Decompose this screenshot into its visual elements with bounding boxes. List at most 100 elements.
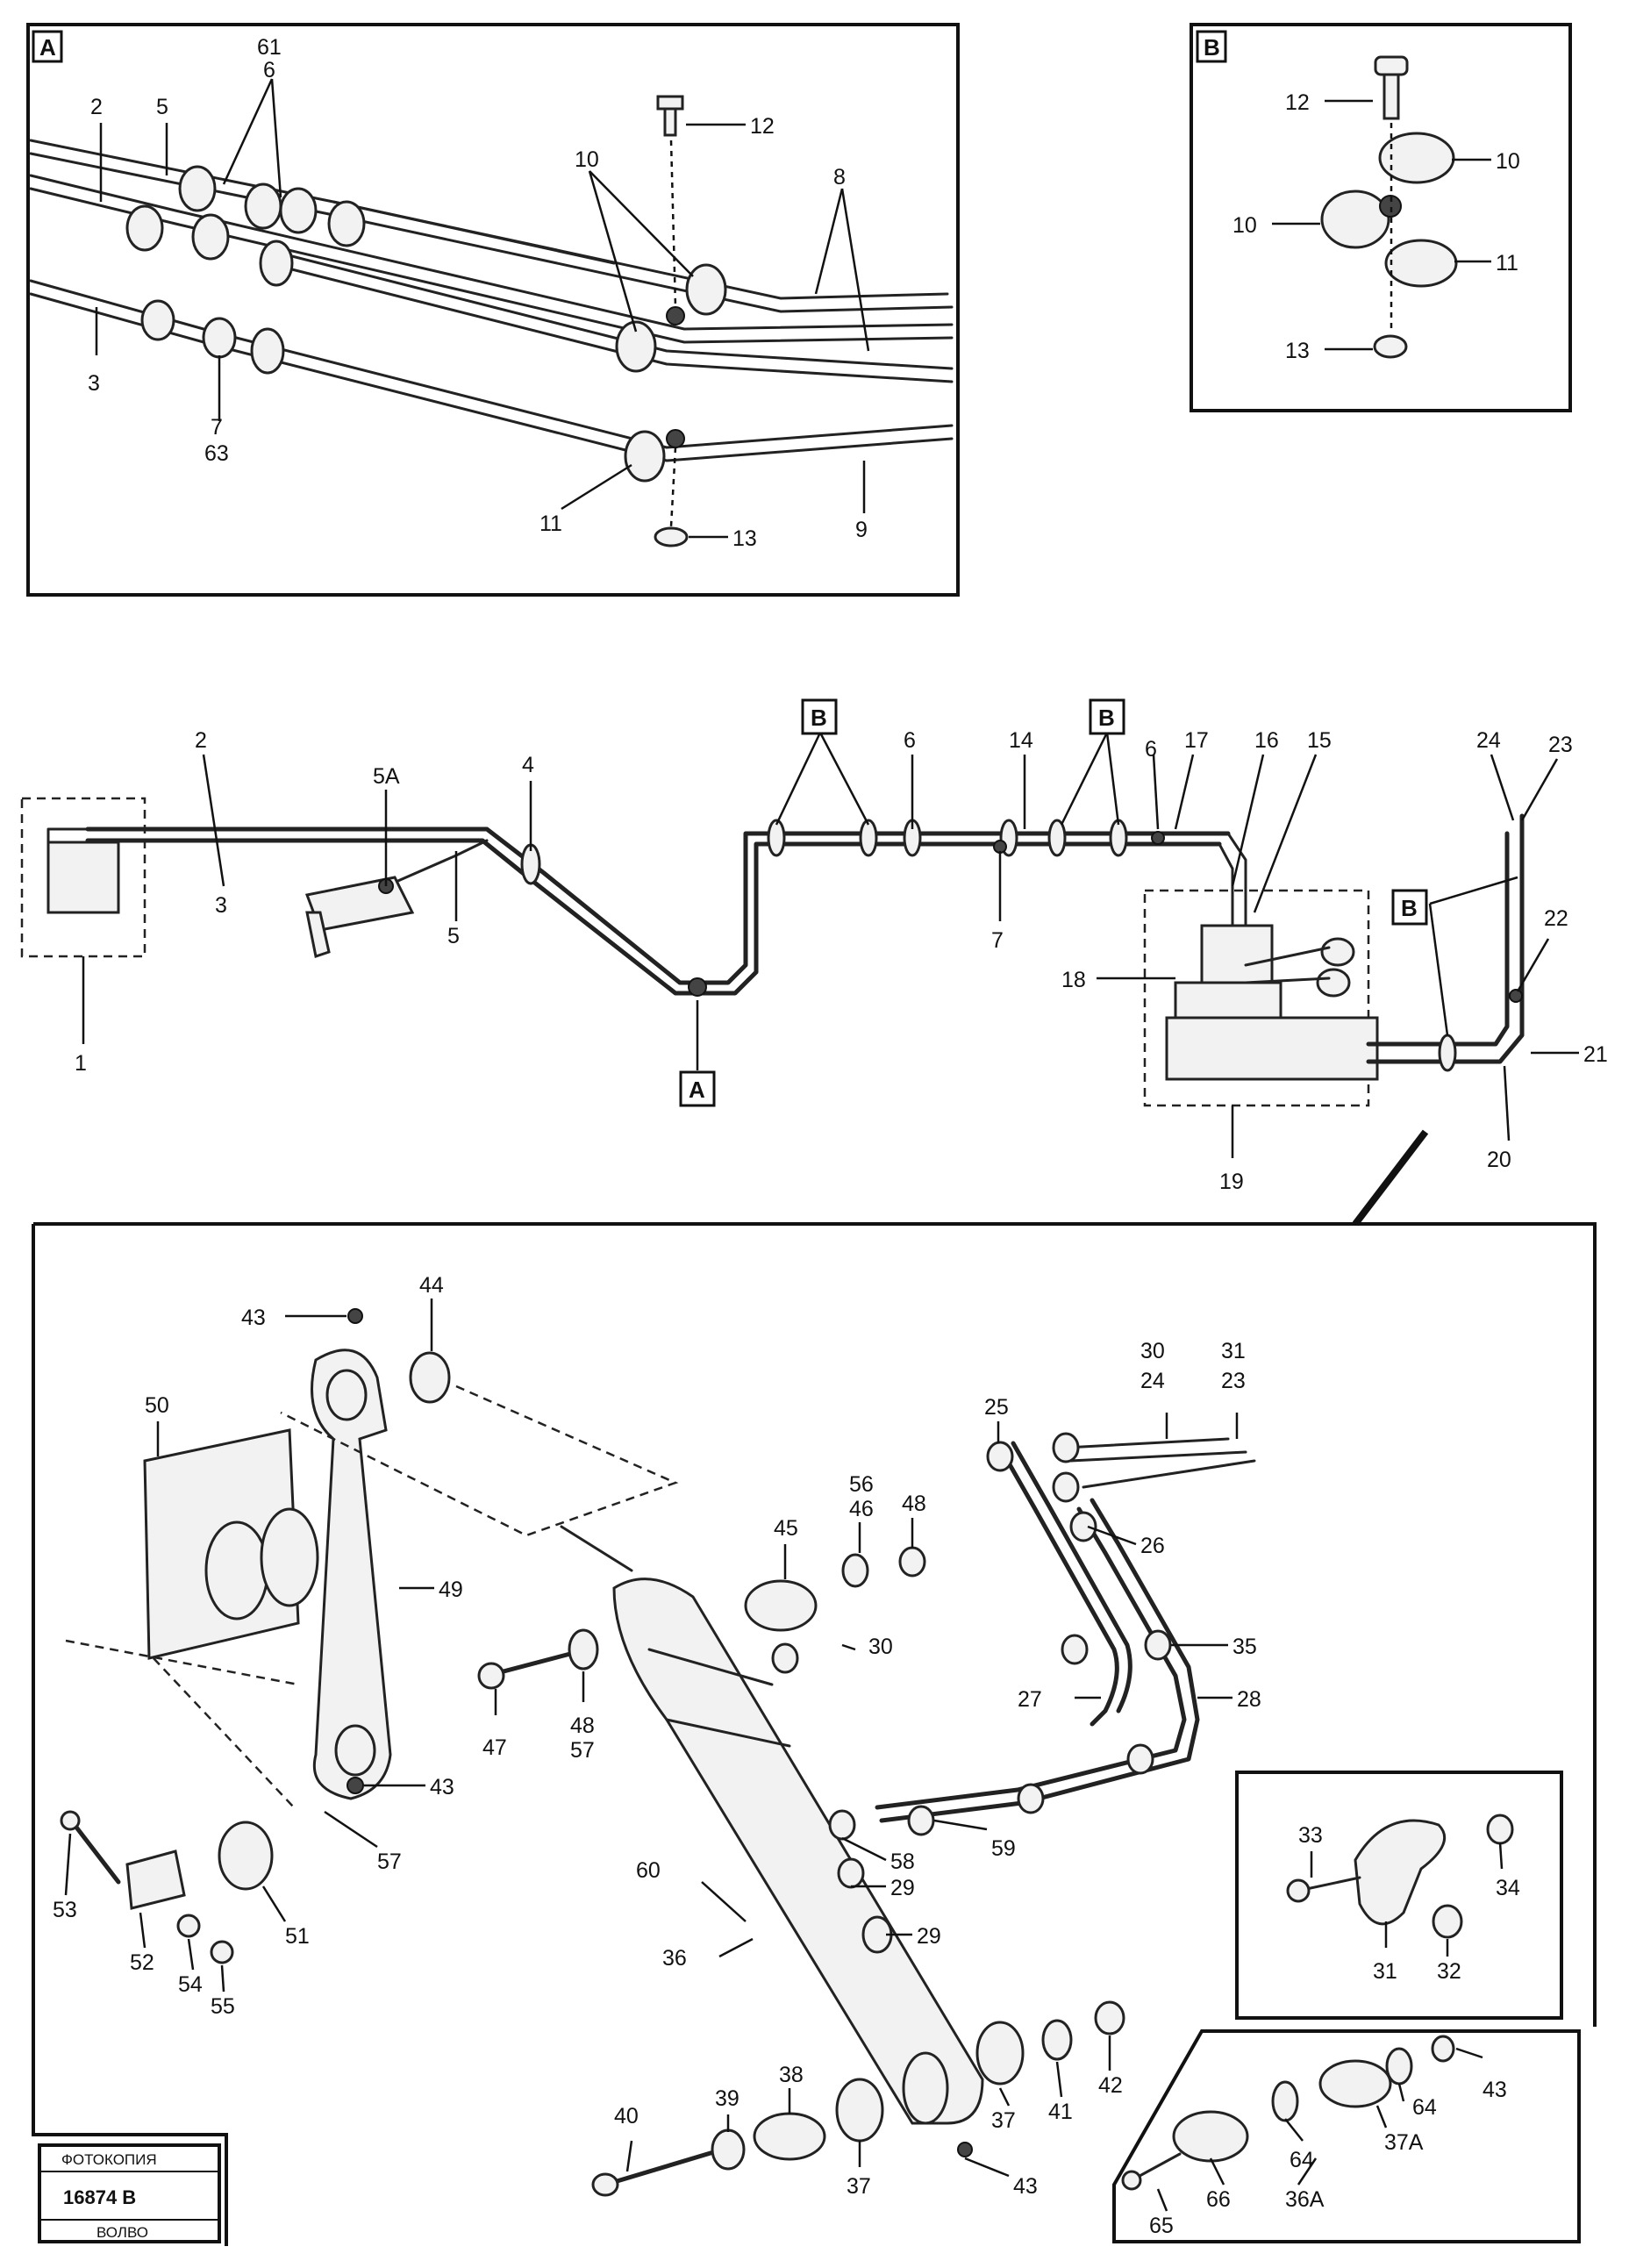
panel-b-tag: B bbox=[1204, 34, 1220, 61]
main-label-5: 5 bbox=[447, 924, 460, 948]
main-label-14: 14 bbox=[1009, 728, 1033, 753]
detail-label-23: 23 bbox=[1221, 1369, 1246, 1393]
main-label-6b: 6 bbox=[1145, 737, 1157, 762]
detail-label-28: 28 bbox=[1237, 1687, 1261, 1712]
reference-box-frame bbox=[38, 2143, 221, 2243]
detail-label-44: 44 bbox=[419, 1273, 444, 1298]
panel-b-leaders bbox=[1272, 99, 1491, 351]
detail-leaders bbox=[64, 1299, 1239, 2178]
detail-label-26: 26 bbox=[1140, 1534, 1165, 1558]
panel-a-label-2: 2 bbox=[90, 95, 103, 119]
link-52 bbox=[125, 1849, 186, 1910]
panel-a-label-9: 9 bbox=[855, 518, 868, 542]
main-label-16: 16 bbox=[1254, 728, 1279, 753]
detail-label-35: 35 bbox=[1232, 1635, 1257, 1659]
panel-a-label-13: 13 bbox=[732, 526, 757, 551]
panel-b-clamp-parts bbox=[1320, 55, 1458, 359]
reference-number: 16874 B bbox=[63, 2186, 136, 2208]
pin-38 bbox=[753, 2112, 826, 2161]
main-label-3: 3 bbox=[215, 893, 227, 918]
panel-b: B 12 10 10 11 13 bbox=[1190, 23, 1572, 412]
panel-a-frame bbox=[26, 23, 960, 597]
panel-a-label-12: 12 bbox=[750, 114, 775, 139]
detail-label-59: 59 bbox=[991, 1836, 1016, 1861]
inset-31-label-31: 31 bbox=[1373, 1959, 1397, 1984]
valve-19-block bbox=[1165, 1016, 1379, 1081]
panel-a-label-61: 61 bbox=[257, 35, 282, 60]
detail-label-31-top: 31 bbox=[1221, 1339, 1246, 1363]
detail-label-45: 45 bbox=[774, 1516, 798, 1541]
panel-a-label-5: 5 bbox=[156, 95, 168, 119]
detail-label-39: 39 bbox=[715, 2086, 739, 2111]
main-label-17: 17 bbox=[1184, 728, 1209, 753]
pin-45 bbox=[744, 1579, 818, 1632]
pin-37a bbox=[1318, 2059, 1392, 2108]
detail-label-49: 49 bbox=[439, 1578, 463, 1602]
inset-37a-label-36a: 36A bbox=[1285, 2187, 1325, 2212]
lever-49 bbox=[311, 1349, 392, 1800]
detail-label-38: 38 bbox=[779, 2063, 804, 2087]
panel-a-label-10: 10 bbox=[575, 147, 599, 172]
detail-label-57: 57 bbox=[377, 1849, 402, 1874]
reference-caption-bottom: ВОЛВО bbox=[96, 2224, 148, 2241]
panel-a-label-7: 7 bbox=[211, 415, 223, 440]
detail-panel: 43 44 50 49 45 56 46 48 25 30 24 31 23 2… bbox=[32, 1222, 1597, 2246]
main-label-1: 1 bbox=[75, 1051, 87, 1076]
main-label-24: 24 bbox=[1476, 728, 1501, 753]
unit-1-outline bbox=[20, 797, 146, 958]
panel-a-tag-box bbox=[32, 30, 63, 63]
reference-box: ФОТОКОПИЯ 16874 B ВОЛВО bbox=[38, 2143, 221, 2243]
detail-frame bbox=[32, 1222, 1597, 2246]
ref-box-b-3 bbox=[1391, 889, 1428, 926]
panel-b-label-12: 12 bbox=[1285, 90, 1310, 115]
main-label-6: 6 bbox=[904, 728, 916, 753]
detail-label-30-top: 30 bbox=[1140, 1339, 1165, 1363]
detail-label-56: 56 bbox=[849, 1472, 874, 1497]
detail-label-36: 36 bbox=[662, 1946, 687, 1971]
ref-box-b-2 bbox=[1089, 698, 1125, 735]
detail-label-40: 40 bbox=[614, 2104, 639, 2128]
panel-a-leaders bbox=[95, 78, 870, 539]
detail-label-24: 24 bbox=[1140, 1369, 1165, 1393]
bushing-44 bbox=[409, 1351, 451, 1404]
ref-b-2: B bbox=[1098, 705, 1115, 731]
main-pipe-lower bbox=[85, 838, 1222, 996]
valve-18 bbox=[1200, 924, 1274, 989]
detail-label-43-top: 43 bbox=[241, 1306, 266, 1330]
panel-a-label-6: 6 bbox=[263, 58, 275, 82]
panel-a-label-8: 8 bbox=[833, 165, 846, 190]
detail-label-46: 46 bbox=[849, 1497, 874, 1521]
detail-label-43-mid: 43 bbox=[430, 1775, 454, 1799]
pipe-27 bbox=[997, 1445, 1119, 1727]
main-routing: B B B A 2 3 5A 4 5 1 6 14 6 17 16 15 7 1… bbox=[20, 698, 1608, 1227]
inset-37a-label-43: 43 bbox=[1483, 2078, 1507, 2102]
inset-31-label-34: 34 bbox=[1496, 1876, 1520, 1900]
pin-36a bbox=[1172, 2110, 1249, 2163]
clip-31 bbox=[1354, 1819, 1447, 1926]
detail-label-51: 51 bbox=[285, 1924, 310, 1949]
panel-b-label-13: 13 bbox=[1285, 339, 1310, 363]
panel-a-pipes bbox=[29, 139, 954, 462]
detail-label-29-b: 29 bbox=[917, 1924, 941, 1949]
ref-b-1: B bbox=[811, 705, 827, 731]
detail-label-25: 25 bbox=[984, 1395, 1009, 1420]
inset-31-frame bbox=[1235, 1771, 1563, 2020]
main-label-23: 23 bbox=[1548, 733, 1573, 757]
panel-b-frame bbox=[1190, 23, 1572, 412]
main-label-20: 20 bbox=[1487, 1148, 1511, 1172]
valve-18-outline bbox=[1143, 889, 1370, 1107]
inset-37a-label-64: 64 bbox=[1290, 2148, 1314, 2172]
panel-b-label-10-left: 10 bbox=[1232, 213, 1257, 238]
detail-label-43-bottom: 43 bbox=[1013, 2174, 1038, 2199]
detail-label-29-a: 29 bbox=[890, 1876, 915, 1900]
detail-label-55: 55 bbox=[211, 1994, 235, 2019]
main-leaders bbox=[82, 732, 1579, 1227]
panel-b-label-10-right: 10 bbox=[1496, 149, 1520, 174]
detail-label-52: 52 bbox=[130, 1950, 154, 1975]
inset-37a-label-37a: 37A bbox=[1384, 2130, 1424, 2155]
inset-31-label-32: 32 bbox=[1437, 1959, 1461, 1984]
main-label-15: 15 bbox=[1307, 728, 1332, 753]
ref-box-b-1 bbox=[801, 698, 838, 735]
inset-37a: 64 43 64 37A 66 65 36A bbox=[1112, 2029, 1581, 2243]
